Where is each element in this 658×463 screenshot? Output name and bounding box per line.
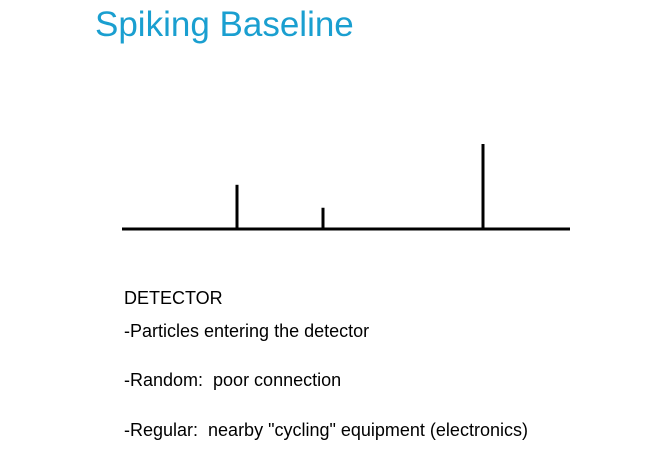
note-line-regular: -Regular: nearby "cycling" equipment (el… — [124, 420, 528, 440]
note-line-particles: -Particles entering the detector — [124, 321, 370, 341]
note-line-random: -Random: poor connection — [124, 370, 342, 390]
slide-title: Spiking Baseline — [95, 5, 354, 44]
detector-heading: DETECTOR — [124, 288, 223, 308]
